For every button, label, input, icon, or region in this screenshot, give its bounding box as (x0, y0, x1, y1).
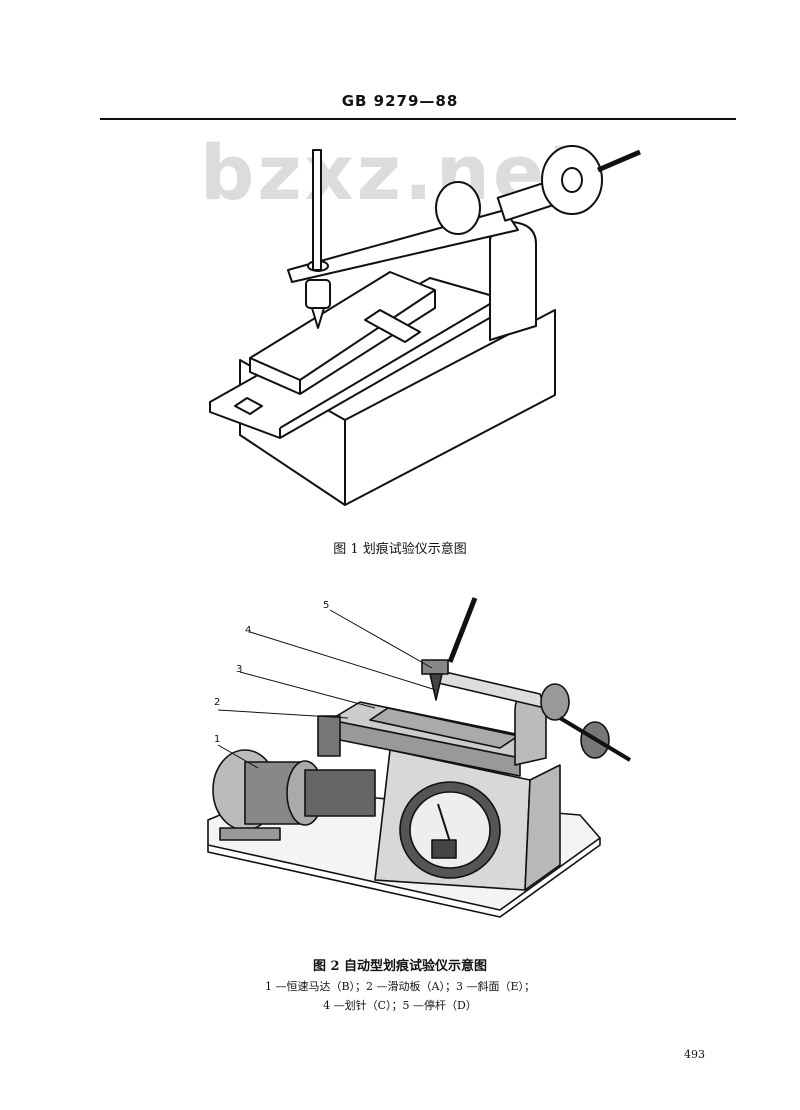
header-rule (100, 118, 736, 120)
fig2-base-edge (207, 838, 601, 918)
figure2-legend-line2: 4 —划针（C）；5 —停杆（D） (323, 999, 477, 1012)
fig2-callout-line-2 (217, 709, 349, 719)
fig1-slot (234, 397, 263, 415)
fig2-dial-face (409, 791, 491, 869)
page-number: 493 (684, 1048, 705, 1061)
fig2-cabinet-side (524, 764, 561, 891)
fig1-stylus-holder (305, 279, 331, 309)
fig2-left-bracket (317, 715, 341, 757)
fig2-stylus (429, 673, 443, 701)
fig2-motor-foot (219, 827, 281, 841)
fig1-table-edge (209, 297, 501, 438)
fig2-pivot-disc (540, 683, 570, 721)
fig2-dial-needle (437, 803, 451, 843)
fig1-column (489, 220, 537, 341)
fig1-disc-hub (561, 167, 583, 193)
fig2-callout-2: 2 (214, 697, 221, 708)
fig2-dial-hub (431, 839, 457, 859)
fig1-block (364, 309, 421, 343)
figure2-legend-line1: 1 —恒速马达（B）；2 —滑动板（A）；3 —斜面（E）； (264, 980, 536, 993)
figure1-drawing (209, 145, 641, 506)
figure2-caption: 图 2 自动型划痕试验仪示意图 (312, 959, 488, 974)
fig2-weight-rod (558, 716, 632, 762)
fig2-callout-line-3 (239, 671, 376, 709)
fig2-callout-line-1 (217, 744, 259, 769)
fig2-arm-head (421, 659, 449, 675)
fig1-disc-left (435, 181, 481, 235)
fig1-rod (312, 149, 322, 271)
fig2-callout-line-4 (249, 631, 437, 691)
figure1-caption: 图 1 划痕试验仪示意图 (333, 542, 467, 557)
fig2-stop-rod (447, 597, 478, 663)
fig2-callout-3: 3 (236, 664, 243, 675)
fig2-callout-5: 5 (323, 600, 330, 611)
standard-header: GB 9279—88 (341, 92, 459, 110)
fig2-callout-line-5 (329, 609, 433, 669)
fig2-callout-1: 1 (214, 734, 221, 745)
fig1-stylus-tip (311, 307, 325, 329)
figure2-drawing (207, 597, 632, 918)
fig2-callout-4: 4 (245, 625, 252, 636)
fig1-weight-rod (597, 149, 641, 173)
fig2-gearbox (304, 769, 376, 817)
